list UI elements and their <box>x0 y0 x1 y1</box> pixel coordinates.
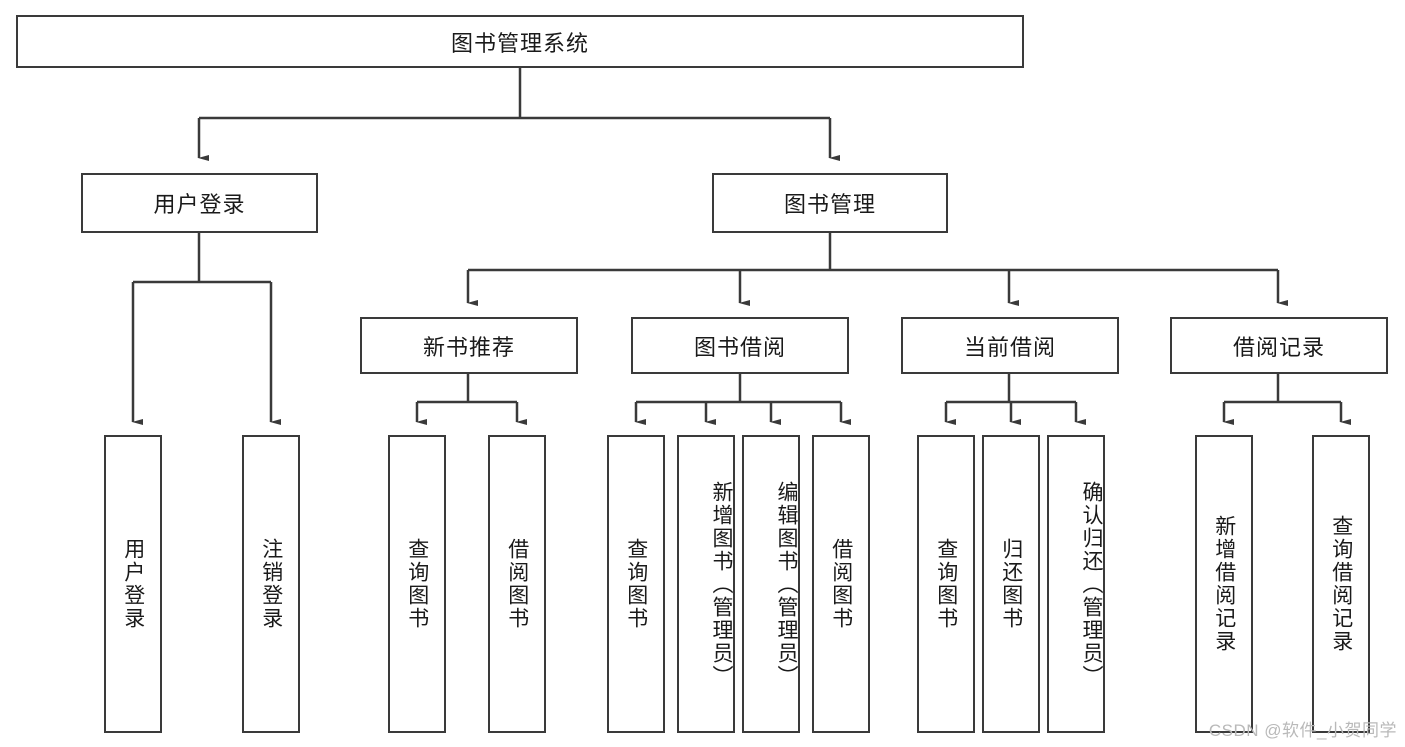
node-leaf-edit-book[interactable]: 编辑图书（管理员） <box>742 435 800 733</box>
node-label: 查询图书 <box>405 538 429 630</box>
node-label: 图书借阅 <box>693 334 786 360</box>
node-leaf-borrow-book-2[interactable]: 借阅图书 <box>812 435 870 733</box>
node-leaf-query-book-3[interactable]: 查询图书 <box>917 435 975 733</box>
node-label: 归还图书 <box>999 538 1023 630</box>
node-label: 图书管理 <box>783 192 876 217</box>
node-leaf-confirm-return[interactable]: 确认归还（管理员） <box>1047 435 1105 733</box>
node-label: 用户登录 <box>153 192 246 217</box>
node-leaf-query-book-1[interactable]: 查询图书 <box>388 435 446 733</box>
node-leaf-add-book[interactable]: 新增图书（管理员） <box>677 435 735 733</box>
node-label: 查询借阅记录 <box>1329 515 1353 653</box>
node-label: 新书推荐 <box>422 334 515 360</box>
node-book-management[interactable]: 图书管理 <box>712 173 948 233</box>
node-leaf-query-record[interactable]: 查询借阅记录 <box>1312 435 1370 733</box>
node-new-book-recommend[interactable]: 新书推荐 <box>360 317 578 374</box>
node-label: 注销登录 <box>259 538 283 630</box>
node-label: 借阅图书 <box>829 538 853 630</box>
node-leaf-logout-login[interactable]: 注销登录 <box>242 435 300 733</box>
node-label: 借阅图书 <box>505 538 529 630</box>
node-borrow-record[interactable]: 借阅记录 <box>1170 317 1388 374</box>
node-book-management-system[interactable]: 图书管理系统 <box>16 15 1024 68</box>
node-label: 借阅记录 <box>1232 334 1325 360</box>
node-book-borrow[interactable]: 图书借阅 <box>631 317 849 374</box>
node-user-login[interactable]: 用户登录 <box>81 173 318 233</box>
node-leaf-add-record[interactable]: 新增借阅记录 <box>1195 435 1253 733</box>
watermark: CSDN @软件_小贺同学 <box>1208 721 1397 740</box>
node-leaf-return-book[interactable]: 归还图书 <box>982 435 1040 733</box>
node-label: 编辑图书（管理员） <box>775 480 798 688</box>
node-label: 新增图书（管理员） <box>710 480 733 688</box>
node-label: 新增借阅记录 <box>1212 515 1236 653</box>
node-label: 查询图书 <box>624 538 648 630</box>
node-current-borrow[interactable]: 当前借阅 <box>901 317 1119 374</box>
node-label: 查询图书 <box>934 538 958 630</box>
node-leaf-user-login[interactable]: 用户登录 <box>104 435 162 733</box>
node-leaf-borrow-book-1[interactable]: 借阅图书 <box>488 435 546 733</box>
node-leaf-query-book-2[interactable]: 查询图书 <box>607 435 665 733</box>
node-label: 图书管理系统 <box>450 30 589 56</box>
node-label: 确认归还（管理员） <box>1080 480 1103 688</box>
node-label: 当前借阅 <box>963 334 1056 360</box>
node-label: 用户登录 <box>121 538 145 630</box>
